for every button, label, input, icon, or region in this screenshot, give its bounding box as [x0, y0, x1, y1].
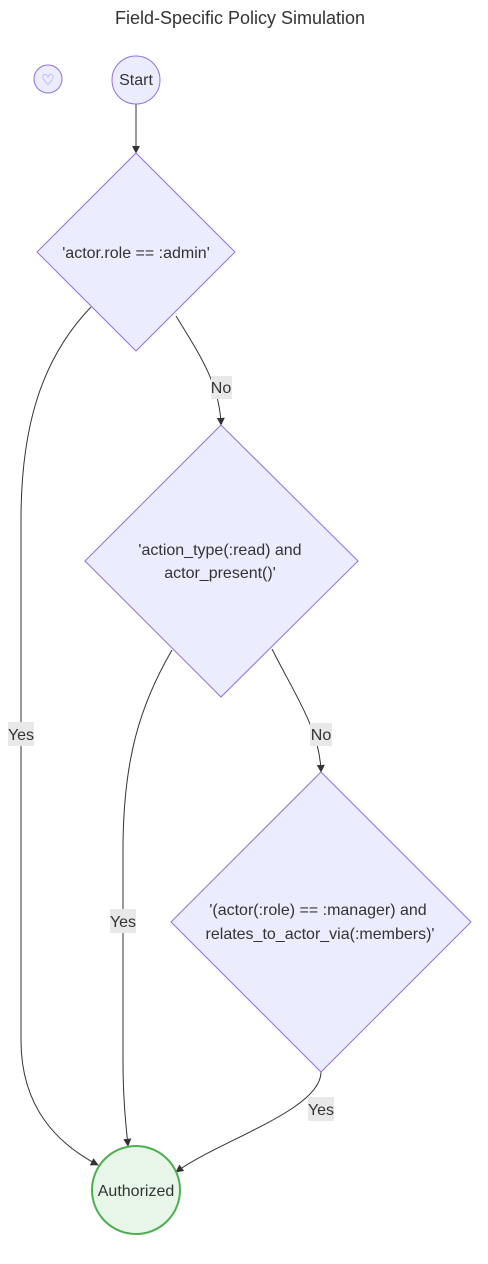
authorized-label: Authorized [98, 1183, 175, 1200]
decision-manager-role-label-line2: relates_to_actor_via(:members)' [206, 926, 435, 943]
edge-label-decision3-yes: Yes [308, 1097, 334, 1121]
edge-label-decision1-yes-text: Yes [8, 727, 34, 744]
diagram-title: Field-Specific Policy Simulation [115, 8, 365, 28]
heart-icon: ♡ [33, 64, 63, 94]
authorized-node: Authorized [91, 1145, 181, 1235]
edge-label-decision2-no: No [310, 723, 332, 746]
edge-decision2-yes [122, 649, 173, 1147]
decision-admin-role-label: 'actor.role == :admin' [62, 245, 210, 262]
decision-read-action-label-line2: actor_present()' [164, 565, 276, 582]
edge-decision1-no [175, 315, 225, 426]
start-node: Start [111, 55, 161, 105]
edge-label-decision1-no-text: No [211, 380, 232, 397]
decision-admin-role: 'actor.role == :admin' [36, 152, 236, 352]
decision-read-action-label-line1: 'action_type(:read) and [138, 542, 301, 559]
edge-label-decision1-yes: Yes [8, 722, 34, 746]
decision-manager-role: '(actor(:role) == :manager) and relates_… [170, 771, 472, 1073]
edge-label-decision2-yes: Yes [110, 909, 136, 933]
decision-manager-role-label-line1: '(actor(:role) == :manager) and [209, 902, 426, 919]
edge-decision1-yes [20, 306, 99, 1166]
edge-label-decision2-no-text: No [311, 727, 332, 744]
start-label: Start [119, 72, 153, 89]
edge-label-decision1-no: No [211, 376, 232, 399]
heart-icon-glyph: ♡ [41, 72, 54, 89]
edge-label-decision2-yes-text: Yes [110, 914, 136, 931]
edge-label-decision3-yes-text: Yes [308, 1102, 334, 1119]
decision-read-action: 'action_type(:read) and actor_present()' [84, 424, 359, 698]
edge-decision2-no [271, 648, 325, 773]
edge-decision3-yes [175, 1071, 322, 1173]
